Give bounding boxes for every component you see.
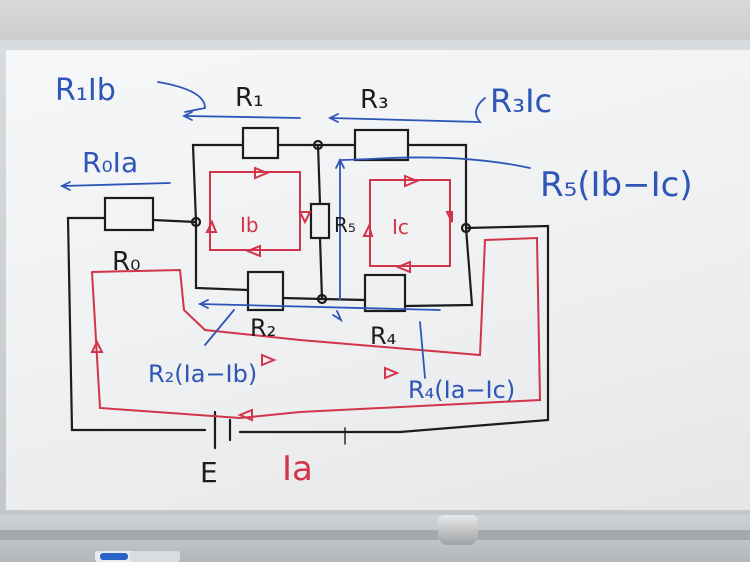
pointer-r1ib [157, 81, 206, 113]
label-ib-loop: Ib [240, 213, 259, 237]
current-loops [90, 166, 542, 422]
loop-ib-arrows [205, 166, 312, 258]
arrowhead-r1 [181, 111, 193, 121]
labels: R₁Ib R₁ R₃ R₃Ic R₀Ia R₅(Ib−Ic) Ib Ic R₅ … [55, 73, 693, 489]
label-e: E [200, 456, 218, 489]
loop-ic [369, 179, 451, 267]
wire-left-top [191, 143, 245, 224]
arrowhead-r5 [335, 157, 345, 169]
wire-bottom-mid [281, 296, 367, 302]
loop-ia-arrows [90, 339, 400, 422]
label-r5: R₅ [334, 213, 356, 237]
label-r2: R₂ [250, 314, 276, 342]
loop-ib [209, 171, 301, 251]
wire-r5-vertical [316, 143, 324, 301]
arrowhead-r4 [332, 310, 344, 323]
tray-lip [0, 530, 750, 540]
circuit-wiring [66, 126, 550, 450]
outer-wire-left [66, 216, 207, 432]
resistor-r1-shape [241, 126, 280, 160]
label-r3-ic: R₃Ic [490, 82, 552, 120]
voltage-annotations [59, 81, 531, 379]
node-bottom [316, 293, 328, 305]
arrow-r5 [339, 156, 531, 301]
label-r5-expr: R₅(Ib−Ic) [540, 165, 693, 205]
label-r4: R₄ [370, 322, 396, 350]
wire-right-return [398, 224, 550, 434]
label-ic-loop: Ic [392, 215, 409, 239]
resistor-r2-shape [246, 270, 285, 312]
node-top [312, 139, 324, 151]
label-ia: Ia [282, 449, 313, 489]
arrow-r0 [61, 182, 171, 187]
marker-pen-cap [100, 553, 128, 560]
resistor-r5-shape [309, 202, 331, 240]
loop-ic-arrows [362, 174, 453, 274]
resistor-r4-shape [363, 273, 407, 313]
loop-ia [91, 236, 542, 420]
arrow-r3 [329, 97, 486, 123]
tray-bracket [438, 515, 478, 545]
arrow-r2-r4 [199, 303, 441, 311]
battery-e-shape [213, 410, 232, 450]
label-r1: R₁ [235, 83, 264, 113]
resistor-r3-shape [353, 128, 410, 162]
pointer-r2 [204, 309, 235, 346]
arrow-r1 [185, 115, 301, 119]
label-r0: R₀ [112, 247, 141, 277]
label-r4-expr: R₄(Ia−Ic) [408, 376, 515, 404]
whiteboard-surface [6, 50, 750, 510]
label-r0-ia: R₀Ia [82, 146, 138, 179]
label-r1-ib: R₁Ib [55, 73, 116, 108]
arrowhead-r0 [59, 181, 71, 191]
arrowhead-r2 [197, 299, 209, 309]
label-r3: R₃ [360, 85, 389, 115]
wire-right-bottom [403, 226, 474, 308]
node-left [190, 216, 202, 228]
wire-bottom-left [194, 220, 250, 292]
wire-r0-to-node [151, 218, 198, 224]
arrowhead-r3 [327, 113, 339, 123]
label-r2-expr: R₂(Ia−Ib) [148, 360, 257, 388]
pointer-r4 [419, 321, 426, 379]
wire-top-right [406, 143, 468, 230]
node-right [460, 222, 472, 234]
marker-pen-2 [130, 551, 180, 562]
resistor-r0-shape [103, 196, 155, 232]
